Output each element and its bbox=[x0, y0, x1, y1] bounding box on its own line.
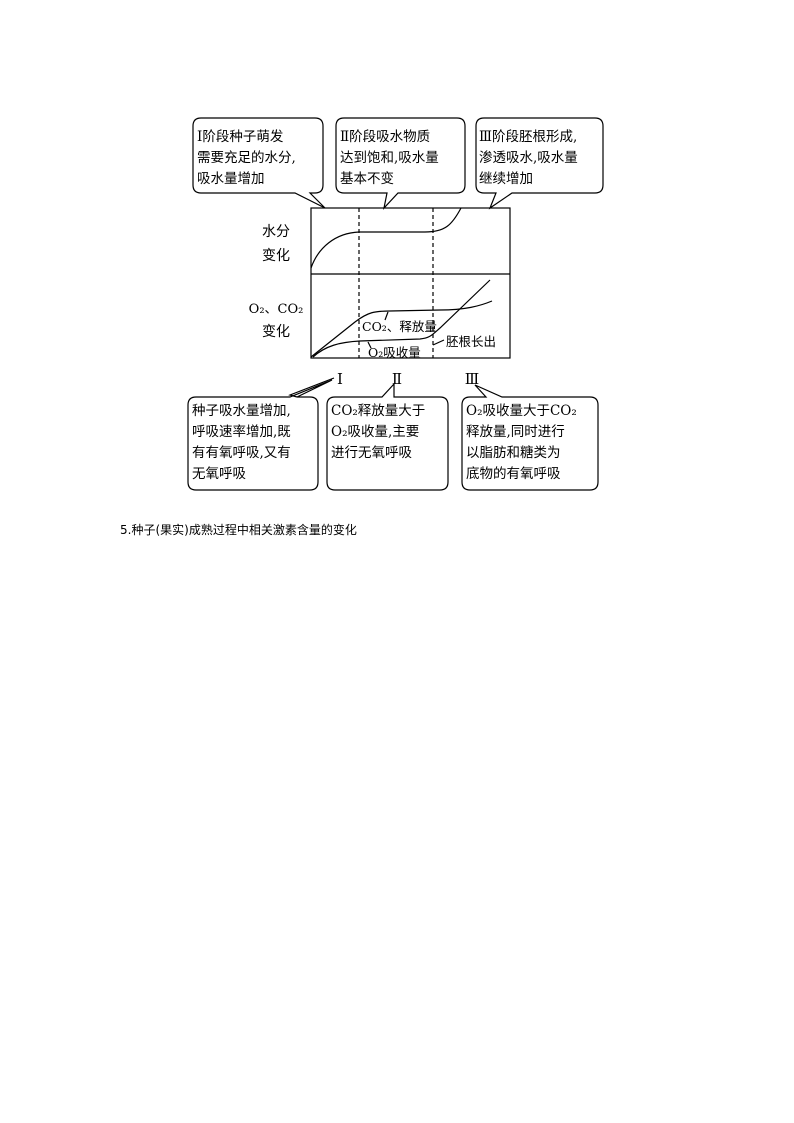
water-change-label: 水分 bbox=[262, 224, 290, 240]
o2-absorb-label: O₂吸收量 bbox=[368, 345, 421, 360]
top-callout-3-line: 继续增加 bbox=[479, 171, 533, 187]
gas-change-label: O₂、CO₂ bbox=[249, 302, 304, 317]
bottom-callout-1-line: 有有氧呼吸,又有 bbox=[192, 445, 291, 461]
callout-stage-1-bottom bbox=[187, 379, 333, 491]
callout-stage-3-top bbox=[475, 117, 604, 210]
water-change-label: 变化 bbox=[262, 248, 290, 264]
top-callout-2-line: 基本不变 bbox=[340, 170, 394, 187]
gas-change-label: 变化 bbox=[262, 324, 290, 340]
top-callout-3-line: Ⅲ阶段胚根形成, bbox=[479, 129, 577, 145]
o2-absorb-curve bbox=[312, 279, 491, 358]
bottom-callout-3-line: O₂吸收量大于CO₂ bbox=[466, 403, 577, 419]
top-callout-1-line: Ⅰ阶段种子萌发 bbox=[197, 129, 284, 145]
stage-1-label: Ⅰ bbox=[337, 370, 343, 388]
callout-stage-2-top bbox=[335, 117, 466, 210]
bottom-callout-3-line: 释放量,同时进行 bbox=[466, 424, 565, 440]
bottom-callout-1-line: 无氧呼吸 bbox=[192, 466, 246, 482]
top-callout-2-line: Ⅱ阶段吸水物质 bbox=[340, 129, 430, 145]
bottom-callout-1-line: 种子吸水量增加, bbox=[192, 403, 291, 419]
chart-frame bbox=[310, 207, 511, 359]
bottom-callout-3-line: 底物的有氧呼吸 bbox=[466, 466, 561, 482]
bottom-callout-2-line: 进行无氧呼吸 bbox=[331, 445, 412, 461]
pointer-stage-1 bbox=[288, 377, 335, 398]
section-heading: 5.种子(果实)成熟过程中相关激素含量的变化 bbox=[120, 523, 357, 537]
top-callout-2-line: 达到饱和,吸水量 bbox=[340, 150, 439, 166]
bottom-callout-2-line: CO₂释放量大于 bbox=[331, 403, 425, 419]
bottom-callout-3-line: 以脂肪和糖类为 bbox=[466, 445, 561, 461]
co2-release-label: CO₂、释放量 bbox=[362, 319, 437, 334]
water-curve bbox=[310, 207, 462, 269]
radicle-leader bbox=[432, 339, 445, 346]
stage-2-label: Ⅱ bbox=[392, 370, 402, 388]
callout-stage-2-bottom bbox=[326, 382, 449, 491]
callout-stage-3-bottom bbox=[461, 384, 599, 491]
o2-leader bbox=[367, 341, 372, 349]
stage-3-label: Ⅲ bbox=[465, 370, 479, 388]
top-callout-1-line: 需要充足的水分, bbox=[197, 150, 296, 166]
callout-stage-1-top bbox=[192, 117, 326, 209]
radicle-emerges-label: 胚根长出 bbox=[446, 334, 496, 349]
top-callout-1-line: 吸水量增加 bbox=[197, 171, 265, 187]
bottom-callout-2-line: O₂吸收量,主要 bbox=[331, 424, 419, 440]
bottom-callout-1-line: 呼吸速率增加,既 bbox=[192, 423, 291, 440]
co2-leader bbox=[384, 311, 389, 321]
co2-release-curve bbox=[310, 300, 493, 358]
top-callout-3-line: 渗透吸水,吸水量 bbox=[479, 150, 578, 166]
